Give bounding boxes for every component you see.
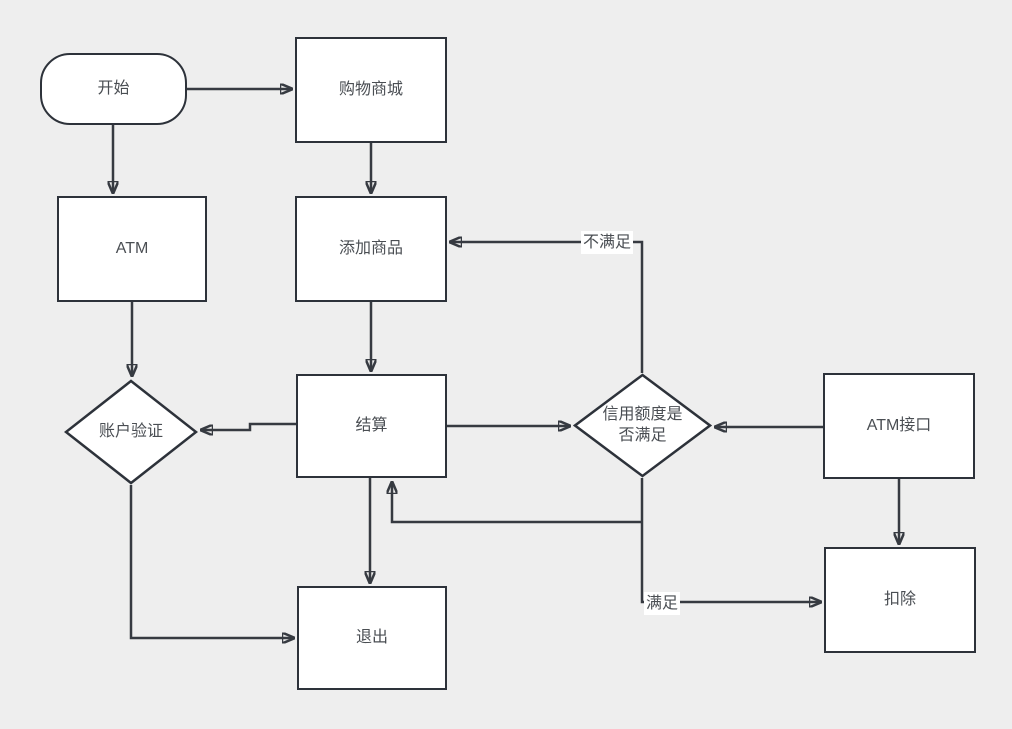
node-account-verify-label: 账户验证 [98,422,163,440]
node-atm-api-label: ATM接口 [866,416,932,434]
node-exit-label: 退出 [355,628,388,646]
node-credit-check-decision[interactable]: 信用额度是否满足 [573,373,712,478]
node-start[interactable]: 开始 [40,53,187,125]
node-shopping-mall-label: 购物商城 [338,80,403,98]
edge-label-satisfied: 满足 [644,592,681,615]
node-add-product-label: 添加商品 [338,239,403,257]
connector-credit-check-deduct [640,478,821,602]
connector-settle-account-verify [201,422,296,430]
connector-credit-check-add-product [450,242,644,373]
node-settle-label: 结算 [355,416,388,434]
connector-account-verify-exit [129,485,294,638]
diamond-shape [64,379,198,485]
node-atm-label: ATM [115,239,149,257]
edge-label-not-satisfied: 不满足 [581,231,634,254]
node-credit-check-label: 信用额度是否满足 [602,405,683,444]
node-deduct-label: 扣除 [883,590,916,608]
node-atm-api[interactable]: ATM接口 [823,373,975,479]
node-exit[interactable]: 退出 [297,586,447,690]
node-account-verify-decision[interactable]: 账户验证 [64,379,198,485]
node-settle[interactable]: 结算 [296,374,447,478]
node-shopping-mall[interactable]: 购物商城 [295,37,447,143]
node-start-label: 开始 [97,79,130,97]
node-deduct[interactable]: 扣除 [824,547,976,653]
node-atm[interactable]: ATM [57,196,207,302]
diamond-shape [573,373,712,478]
connector-credit-check-settle [392,482,642,524]
node-add-product[interactable]: 添加商品 [295,196,447,302]
